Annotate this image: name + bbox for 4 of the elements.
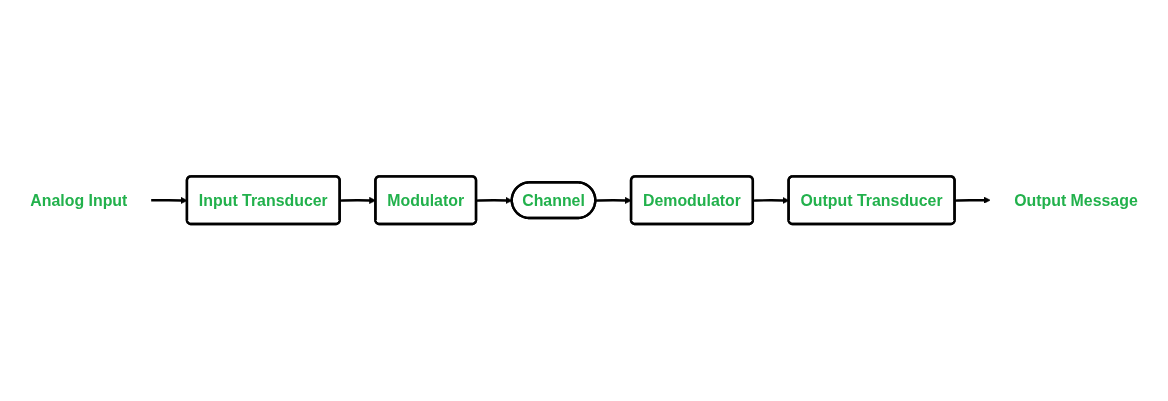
node-text: Analog Input bbox=[30, 191, 128, 210]
arrow bbox=[954, 197, 991, 204]
node-text: Output Message bbox=[1014, 191, 1138, 210]
arrow bbox=[595, 197, 632, 205]
